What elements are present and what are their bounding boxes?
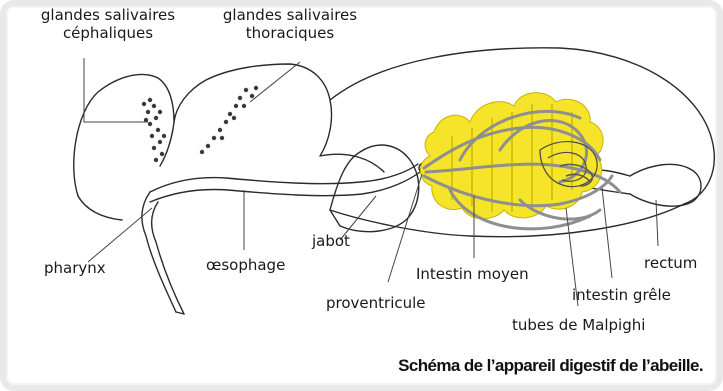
label-oesophage: œsophage bbox=[206, 256, 285, 274]
pharynx-tube bbox=[150, 164, 418, 192]
glandes-cephaliques bbox=[142, 98, 166, 162]
label-rectum: rectum bbox=[644, 254, 697, 272]
pharynx-stem-inner bbox=[152, 202, 184, 314]
label-pharynx: pharynx bbox=[44, 259, 106, 277]
label-tubes-malpighi: tubes de Malpighi bbox=[512, 316, 645, 334]
leader-intestin-grele bbox=[602, 188, 612, 278]
label-jabot: jabot bbox=[312, 232, 350, 250]
head-outline bbox=[74, 64, 384, 196]
glandes-thoraciques bbox=[200, 86, 258, 154]
jabot-outline bbox=[330, 145, 419, 232]
rectum-outline bbox=[630, 164, 701, 206]
label-glandes-thoraciques-line2: thoraciques bbox=[220, 24, 360, 42]
pharynx-tube-inner bbox=[150, 172, 420, 202]
leader-rectum bbox=[656, 200, 658, 246]
label-glandes-cephaliques-line1: glandes salivaires bbox=[38, 6, 178, 24]
label-proventricule: proventricule bbox=[326, 294, 426, 312]
leader-thoraciques bbox=[250, 62, 300, 102]
label-glandes-thoraciques-line1: glandes salivaires bbox=[220, 6, 360, 24]
leader-pharynx bbox=[88, 208, 152, 262]
figure-caption: Schéma de l’appareil digestif de l’abeil… bbox=[398, 356, 703, 376]
head-outline-lower bbox=[78, 196, 122, 220]
leader-cephaliques bbox=[84, 58, 148, 122]
label-glandes-cephaliques-line2: céphaliques bbox=[38, 24, 178, 42]
label-intestin-moyen: Intestin moyen bbox=[416, 265, 529, 283]
neck-curve bbox=[160, 122, 174, 166]
label-glandes-cephaliques: glandes salivaires céphaliques bbox=[38, 6, 178, 42]
label-intestin-grele: intestin grêle bbox=[572, 286, 671, 304]
label-glandes-thoraciques: glandes salivaires thoraciques bbox=[220, 6, 360, 42]
